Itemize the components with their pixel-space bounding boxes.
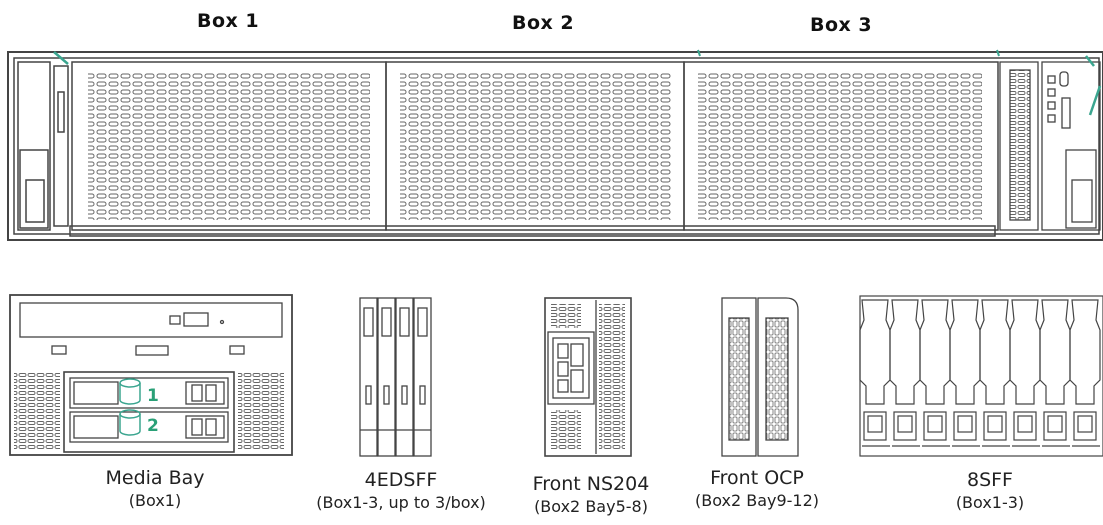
ns204-title: Front NS204 xyxy=(532,473,650,495)
ocp-module xyxy=(721,297,799,457)
media-bay-bay-1-number: 1 xyxy=(147,386,159,406)
bezel-panel-2 xyxy=(385,61,685,231)
server-chassis xyxy=(7,51,1103,241)
box-1-label: Box 1 xyxy=(197,10,260,32)
left-rack-ear xyxy=(17,51,69,231)
optical-drive-slot xyxy=(19,302,283,338)
bezel-panel-3 xyxy=(683,49,1000,231)
edsff-drive xyxy=(359,297,378,457)
sff-subtitle: (Box1-3) xyxy=(955,493,1025,512)
media-bay-drive-1 xyxy=(69,377,229,409)
media-bay-drive-2 xyxy=(69,411,229,443)
media-bay-subtitle: (Box1) xyxy=(128,491,182,510)
sff-module xyxy=(859,295,1103,457)
usb-port-icons xyxy=(51,345,245,356)
box-3-label: Box 3 xyxy=(810,14,873,36)
edsff-drive xyxy=(377,297,396,457)
edsff-drive xyxy=(413,297,432,457)
edsff-module xyxy=(359,297,432,457)
ns204-module xyxy=(544,297,632,457)
sff-caption: 8SFF (Box1-3) xyxy=(920,468,1060,514)
ns204-subtitle: (Box2 Bay5-8) xyxy=(534,497,648,516)
sff-title: 8SFF xyxy=(966,469,1013,491)
ocp-subtitle: (Box2 Bay9-12) xyxy=(694,491,820,510)
bezel-panel-1 xyxy=(71,61,387,231)
ocp-title: Front OCP xyxy=(710,467,804,489)
media-bay-bay-2-number: 2 xyxy=(147,416,159,436)
edsff-drive xyxy=(395,297,414,457)
media-bay-title: Media Bay xyxy=(105,467,205,489)
edsff-caption: 4EDSFF (Box1-3, up to 3/box) xyxy=(296,468,506,514)
ocp-caption: Front OCP (Box2 Bay9-12) xyxy=(682,466,832,512)
media-bay-module xyxy=(9,294,293,456)
edsff-title: 4EDSFF xyxy=(364,469,438,491)
box-2-label: Box 2 xyxy=(512,12,575,34)
right-control-panel xyxy=(999,55,1102,231)
media-bay-caption: Media Bay (Box1) xyxy=(70,466,240,512)
ns204-caption: Front NS204 (Box2 Bay5-8) xyxy=(516,472,666,518)
edsff-subtitle: (Box1-3, up to 3/box) xyxy=(316,493,486,512)
